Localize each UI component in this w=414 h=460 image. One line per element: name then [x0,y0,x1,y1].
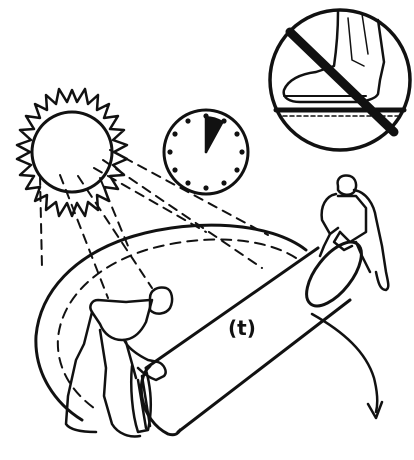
rotation-arrow [312,314,382,418]
sun-icon [17,89,127,216]
sun-rays [40,150,268,298]
roll-label: (t) [228,318,256,338]
worker-left [66,287,172,436]
clock-icon [164,110,248,194]
unrolling-sheet [36,225,306,420]
worker-right [320,175,388,290]
no-stepping-icon [270,10,410,150]
